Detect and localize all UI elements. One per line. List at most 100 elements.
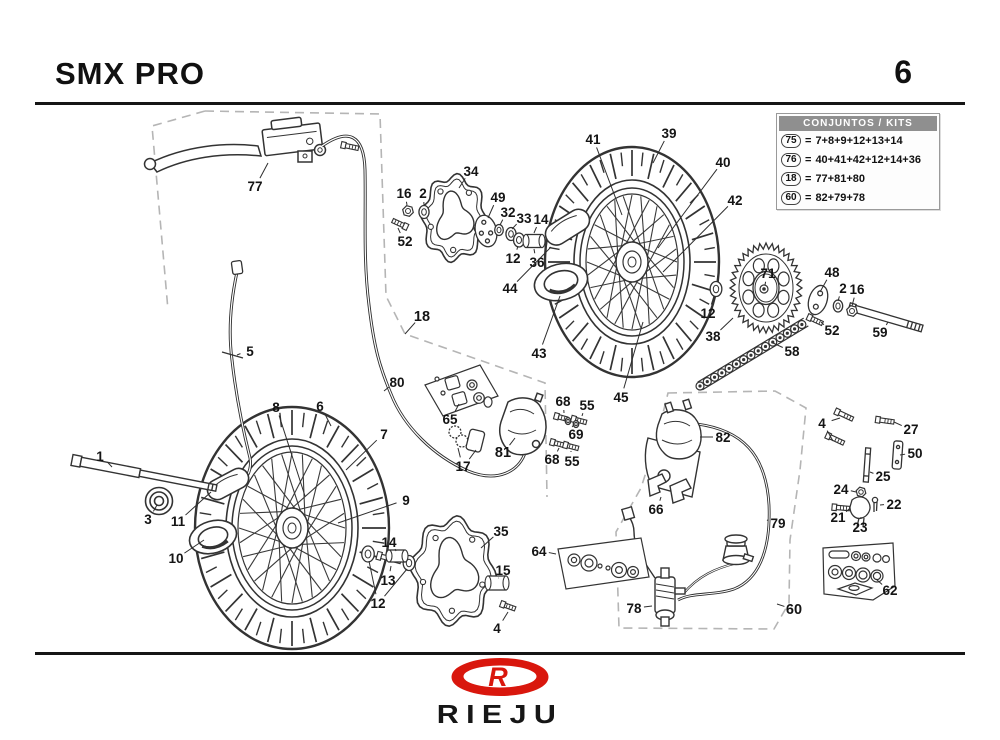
leader-line (541, 295, 561, 345)
leader-line (533, 226, 537, 234)
washer (418, 204, 430, 220)
kit18-boundary (151, 110, 206, 311)
leader-line (662, 206, 729, 273)
callout-10: 10 (168, 551, 183, 566)
callout-66: 66 (648, 502, 664, 517)
callout-12: 12 (370, 596, 385, 611)
callout-40: 40 (715, 155, 730, 170)
callout-7: 7 (380, 427, 388, 442)
callout-55: 55 (579, 398, 595, 413)
callout-43: 43 (531, 346, 547, 361)
callout-16: 16 (849, 282, 865, 297)
front-axle (70, 453, 218, 493)
callout-39: 39 (661, 126, 676, 141)
leader-line (819, 279, 828, 293)
leader-line (324, 413, 332, 427)
callout-55: 55 (564, 454, 580, 469)
kit-number: 60 (781, 190, 801, 205)
leader-line (826, 430, 834, 442)
leader-line (776, 603, 785, 607)
callout-11: 11 (171, 514, 186, 529)
callout-6: 6 (316, 399, 324, 414)
kit-formula: 82+79+78 (815, 191, 865, 204)
rear-brake-system (620, 398, 755, 627)
callout-21: 21 (830, 510, 846, 525)
bolt (548, 437, 565, 448)
wheels (193, 145, 721, 651)
leader-line (487, 204, 495, 219)
leader-line (899, 453, 906, 456)
bottom-rule (35, 652, 965, 655)
callout-13: 13 (380, 573, 396, 588)
washer (564, 416, 572, 426)
leader-line (480, 536, 494, 549)
leader-line (499, 219, 504, 226)
callout-45: 45 (613, 390, 629, 405)
hose-clip (647, 473, 667, 497)
callout-12: 12 (700, 306, 715, 321)
callout-64: 64 (531, 544, 547, 559)
leader-line (659, 496, 662, 501)
spacer (385, 549, 409, 563)
leader-line (764, 281, 767, 286)
kit18-boundary2 (204, 110, 548, 498)
leader-line (766, 519, 769, 522)
leader-line (556, 447, 560, 452)
callout-49: 49 (490, 190, 505, 205)
leader-line (893, 421, 902, 427)
callout-9: 9 (402, 493, 410, 508)
leader-line (259, 162, 269, 179)
leader-line (652, 140, 665, 164)
leader-line (571, 425, 574, 428)
kit-formula: 77+81+80 (815, 172, 865, 185)
leader-line (831, 417, 841, 422)
legend-row: 75=7+8+9+12+13+14 (779, 131, 937, 150)
leader-line (657, 168, 718, 249)
bolt (339, 140, 360, 152)
brake-discs (408, 172, 498, 628)
leader-line (458, 178, 466, 189)
wire-connector (620, 505, 636, 522)
callout-79: 79 (770, 516, 785, 531)
legend-row: 60=82+79+78 (779, 188, 937, 207)
bolt (831, 503, 851, 512)
leader-line (548, 552, 557, 555)
leader-line (845, 508, 850, 513)
hoses-and-cables (221, 134, 771, 602)
nut (402, 205, 414, 217)
callout-80: 80 (389, 375, 404, 390)
callout-22: 22 (886, 497, 901, 512)
leader-line (368, 560, 377, 595)
washer (512, 232, 526, 248)
nut (855, 486, 867, 498)
callout-27: 27 (903, 422, 918, 437)
leader-line (389, 565, 392, 572)
leader-line (710, 295, 715, 305)
callout-59: 59 (872, 325, 887, 340)
callout-32: 32 (500, 205, 515, 220)
chain-adjuster-plate (807, 284, 829, 316)
callout-44: 44 (502, 281, 518, 296)
callout-81: 81 (495, 445, 511, 461)
leader-line (405, 201, 408, 206)
leader-line (581, 413, 584, 417)
callout-14: 14 (533, 212, 549, 227)
hose-clip2 (669, 478, 692, 504)
legend-title: CONJUNTOS / KITS (779, 116, 937, 131)
front-wheel (193, 405, 391, 651)
leader-line (511, 223, 517, 230)
leader-line (454, 403, 460, 412)
kit-number: 76 (781, 152, 801, 167)
leader-line (236, 353, 241, 356)
callout-68: 68 (544, 452, 560, 467)
callout-4: 4 (493, 621, 501, 636)
leader-line (278, 415, 306, 497)
leader-line (869, 471, 874, 474)
callout-1: 1 (96, 449, 104, 464)
callout-42: 42 (727, 193, 742, 208)
leader-line (885, 321, 889, 326)
leader-line (720, 317, 734, 331)
leader-line (384, 568, 408, 597)
